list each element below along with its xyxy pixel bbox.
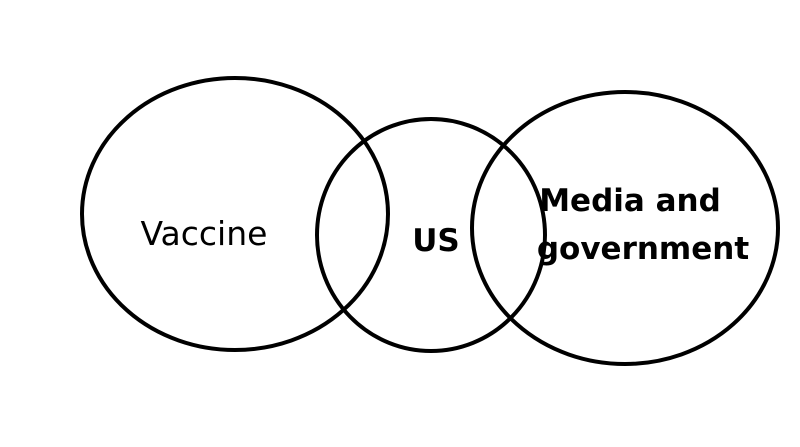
- vaccine-circle: [80, 76, 390, 352]
- vaccine-label: Vaccine: [141, 214, 268, 253]
- media-government-label-line-2: government: [537, 231, 749, 267]
- us-circle: [315, 117, 547, 353]
- media-government-label-line-1: Media and: [539, 183, 721, 219]
- media-government-circle: [470, 90, 780, 366]
- us-label: US: [412, 223, 460, 259]
